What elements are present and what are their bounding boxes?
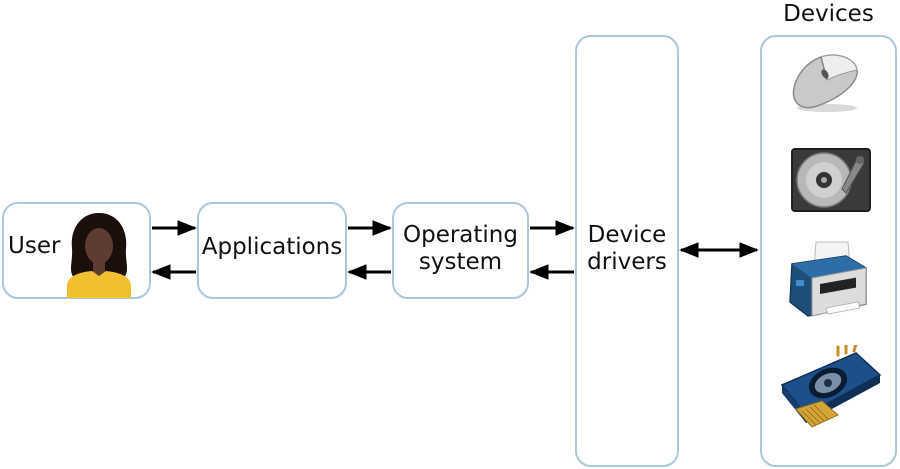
device-drivers-box — [575, 35, 679, 467]
device-drivers-label: Device drivers — [587, 222, 667, 275]
applications-label: Applications — [201, 234, 343, 260]
user-label: User — [8, 233, 61, 259]
printer-icon — [789, 241, 867, 317]
graphics-card-icon — [780, 345, 882, 428]
mouse-icon — [792, 54, 858, 112]
hard-drive-icon — [791, 148, 871, 212]
operating-system-box — [392, 202, 529, 299]
applications-box — [197, 202, 347, 299]
devices-title: Devices — [783, 1, 874, 27]
operating-system-label: Operating system — [403, 222, 518, 275]
user-avatar-icon — [67, 213, 131, 298]
